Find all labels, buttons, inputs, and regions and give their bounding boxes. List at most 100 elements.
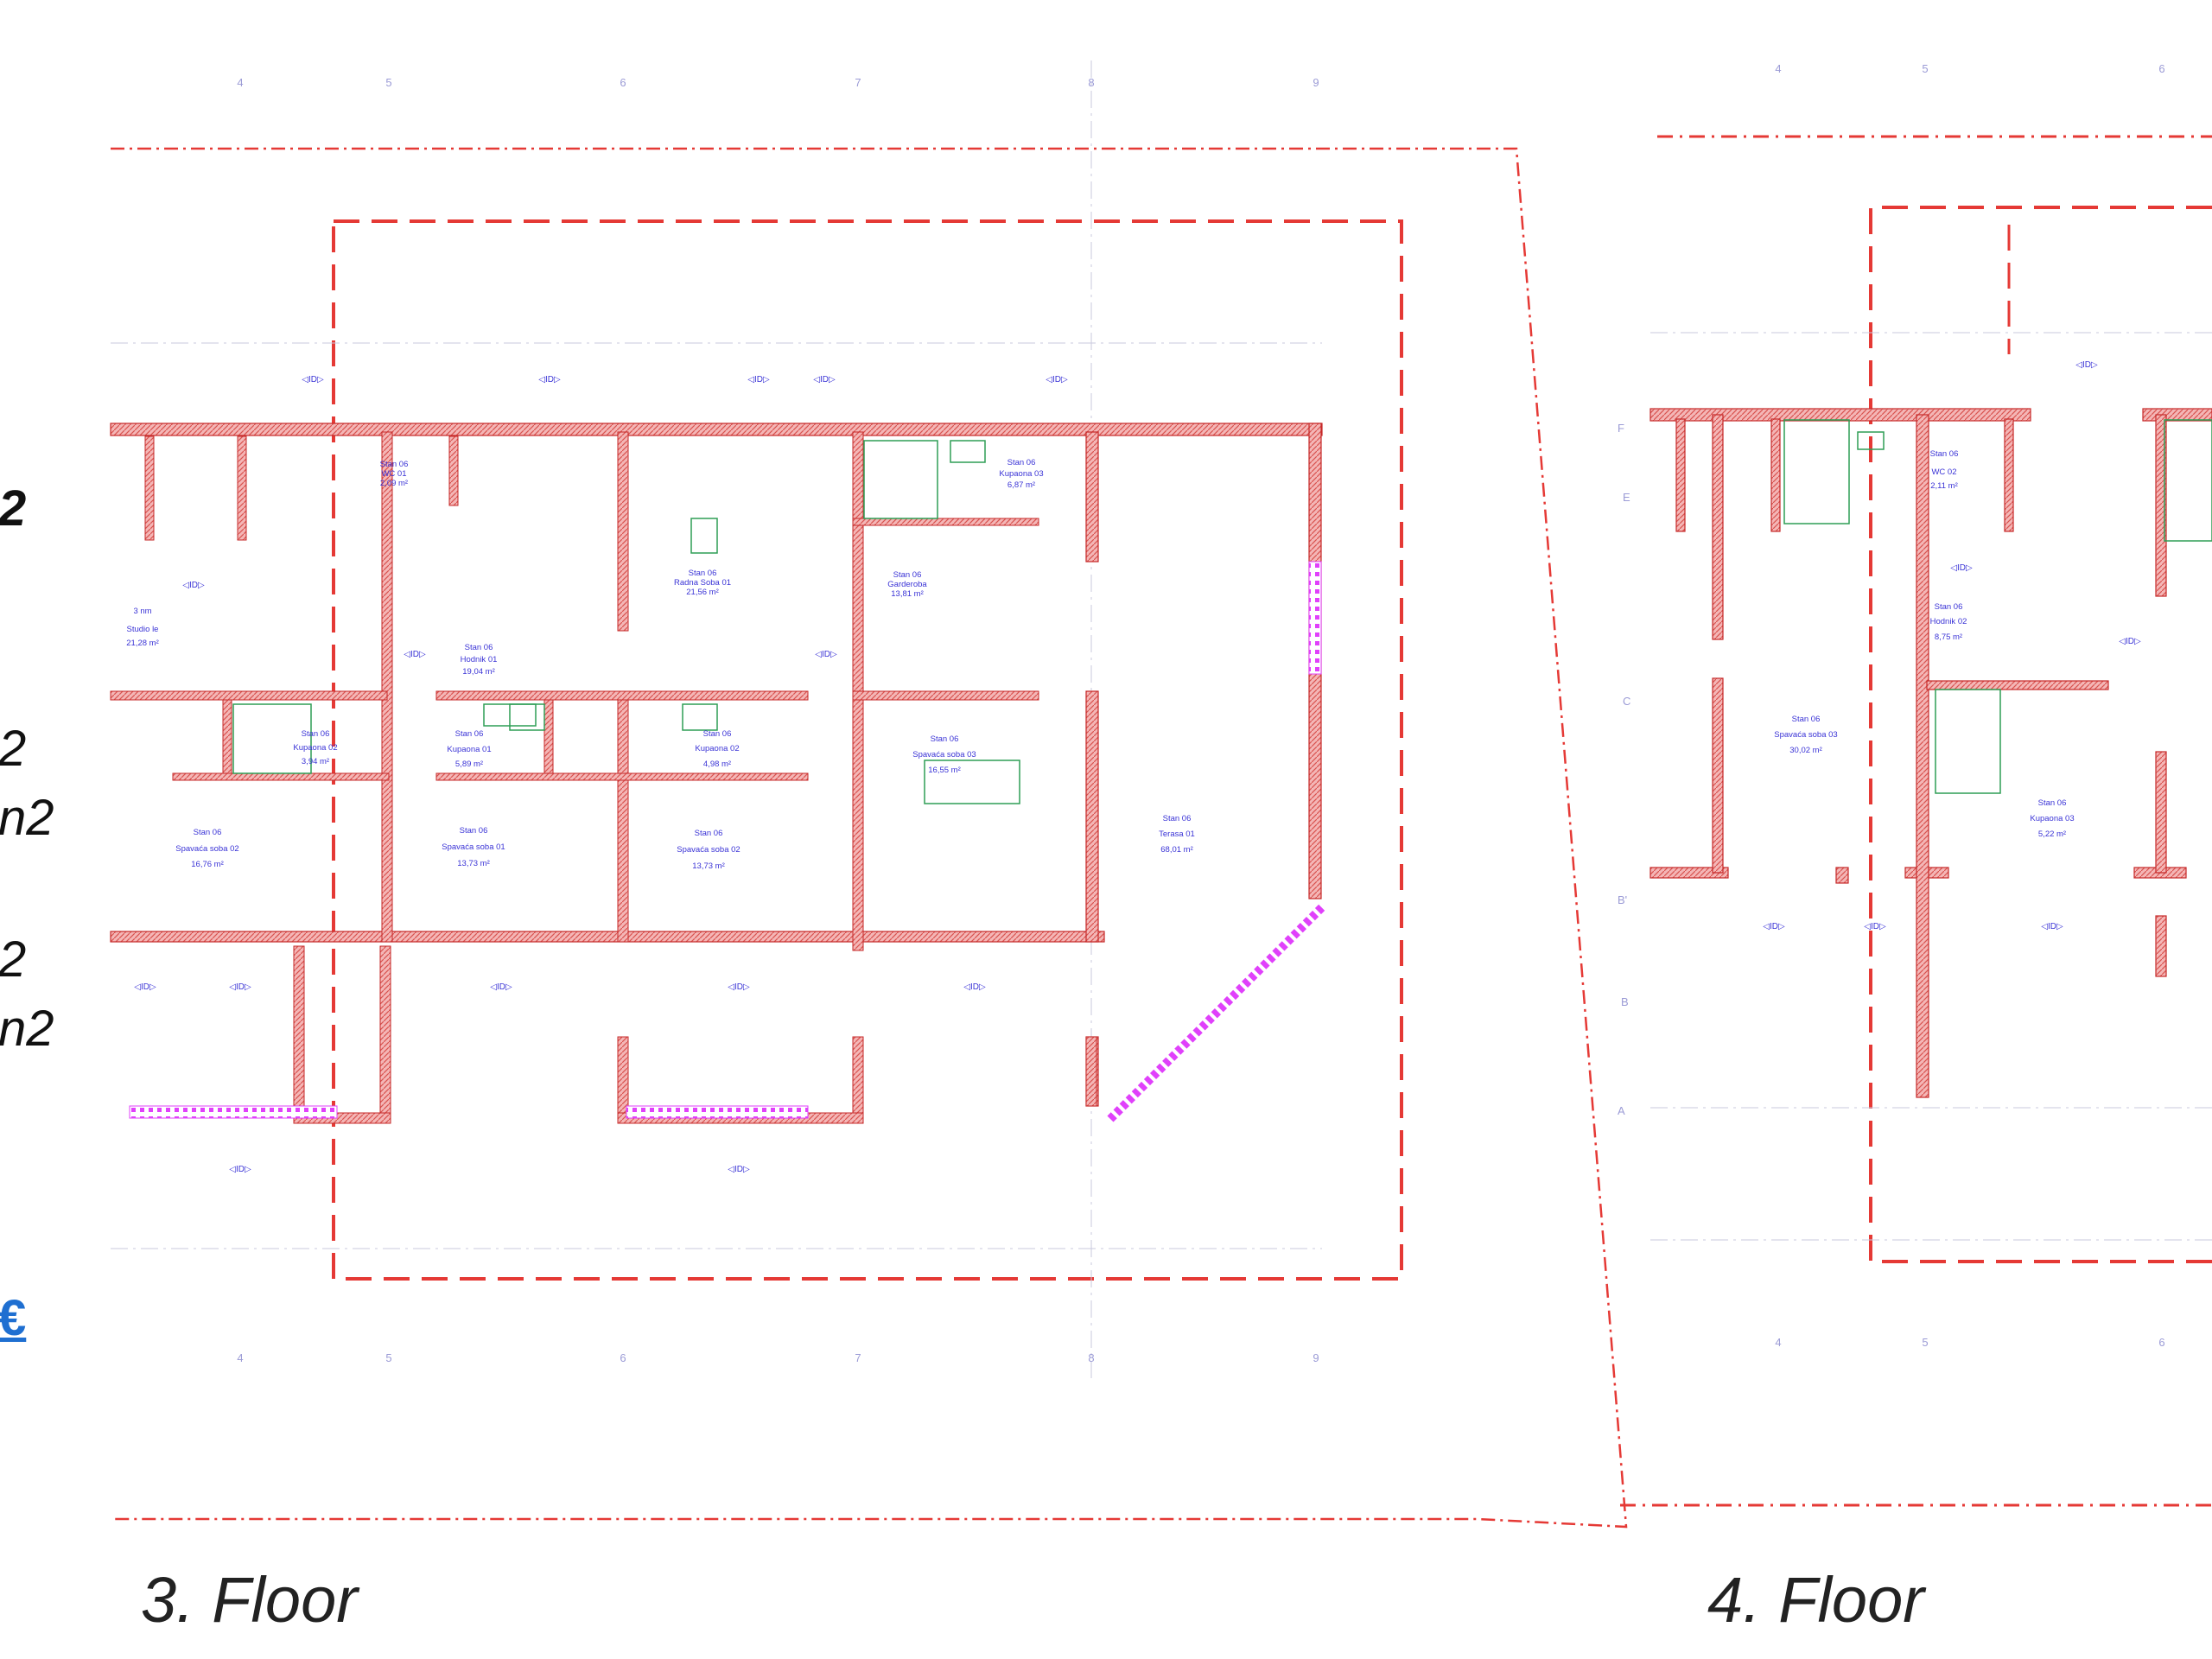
floor-3-plan: Stan 06 WC 01 2,09 m² Stan 06 Radna Soba… xyxy=(110,60,1628,1529)
room-area: 30,02 m² xyxy=(1789,746,1822,755)
svg-text:◁ID▷: ◁ID▷ xyxy=(490,982,512,992)
room-area: 8,75 m² xyxy=(1935,632,1962,642)
svg-text:◁ID▷: ◁ID▷ xyxy=(2119,637,2141,646)
axis-label: 7 xyxy=(855,76,861,89)
room-area: 3,94 m² xyxy=(302,757,329,766)
room-label: Stan 06 xyxy=(455,729,484,739)
floor-3-axes: 4 5 6 7 8 9 4 5 6 7 8 9 xyxy=(237,76,1319,1364)
room-sub: Kupaona 03 xyxy=(2030,814,2074,823)
svg-text:◁ID▷: ◁ID▷ xyxy=(229,1165,251,1174)
axis-label: 4 xyxy=(237,1351,243,1364)
text-fragment: 2 xyxy=(0,480,27,537)
axis-label: 5 xyxy=(1922,1336,1928,1349)
svg-text:◁ID▷: ◁ID▷ xyxy=(2041,922,2063,931)
room-sub: Terasa 01 xyxy=(1159,830,1195,839)
axis-label: 4 xyxy=(237,76,243,89)
room-label: Stan 06 xyxy=(1792,715,1821,724)
axis-label: B xyxy=(1621,995,1629,1008)
svg-text:◁ID▷: ◁ID▷ xyxy=(747,375,770,385)
axis-label: 7 xyxy=(855,1351,861,1364)
axis-label: 5 xyxy=(1922,62,1928,75)
room-area: 16,76 m² xyxy=(191,860,224,869)
room-label: Stan 06 xyxy=(1935,602,1963,612)
svg-text:◁ID▷: ◁ID▷ xyxy=(538,375,561,385)
room-label: Stan 06 xyxy=(893,570,922,580)
room-label: Stan 06 xyxy=(931,734,959,744)
svg-text:◁ID▷: ◁ID▷ xyxy=(1763,922,1785,931)
room-sub: Radna Soba 01 xyxy=(674,578,731,588)
room-area: 2,09 m² xyxy=(380,479,408,488)
room-label: Stan 06 xyxy=(465,643,493,652)
axis-label: 6 xyxy=(2158,62,2164,75)
room-label: 3 nm xyxy=(133,607,151,616)
axis-label: 6 xyxy=(620,1351,626,1364)
room-sub: Garderoba xyxy=(887,580,927,589)
floor-4-label: 4. Floor xyxy=(1707,1564,1924,1636)
floor-3-label: 3. Floor xyxy=(141,1564,358,1636)
axis-label: 9 xyxy=(1313,1351,1319,1364)
room-labels: Stan 06 WC 01 2,09 m² Stan 06 Radna Soba… xyxy=(126,458,1195,871)
room-sub: Kupaona 02 xyxy=(293,743,337,753)
room-sub: Kupaona 03 xyxy=(999,469,1043,479)
room-label: Stan 06 xyxy=(2038,798,2067,808)
axis-label: E xyxy=(1623,491,1630,504)
room-sub: Kupaona 01 xyxy=(447,745,491,754)
price-link[interactable]: € xyxy=(0,1290,27,1346)
room-label: Stan 06 xyxy=(380,460,409,469)
room-area: 4,98 m² xyxy=(703,760,731,769)
room-sub: Spavaća soba 02 xyxy=(175,844,238,854)
room-area: 5,22 m² xyxy=(2038,830,2066,839)
room-area: 13,73 m² xyxy=(457,859,490,868)
room-sub: Spavaća soba 01 xyxy=(442,842,505,852)
svg-text:◁ID▷: ◁ID▷ xyxy=(229,982,251,992)
building-envelope xyxy=(332,219,1403,1281)
axis-label: 8 xyxy=(1088,76,1094,89)
text-fragment: 2 xyxy=(0,721,27,777)
room-label: Stan 06 xyxy=(1007,458,1036,467)
room-label: Stan 06 xyxy=(1163,814,1192,823)
room-sub: WC 02 xyxy=(1931,467,1956,477)
svg-text:◁ID▷: ◁ID▷ xyxy=(1046,375,1068,385)
svg-text:◁ID▷: ◁ID▷ xyxy=(302,375,324,385)
room-labels-4: Stan 06 WC 02 2,11 m² Stan 06 Hodnik 02 … xyxy=(1774,449,2074,839)
axis-label: 8 xyxy=(1088,1351,1094,1364)
svg-text:◁ID▷: ◁ID▷ xyxy=(1950,563,1973,573)
room-label: Stan 06 xyxy=(302,729,330,739)
svg-text:◁ID▷: ◁ID▷ xyxy=(134,982,156,992)
room-area: 19,04 m² xyxy=(462,667,495,677)
room-label: Stan 06 xyxy=(695,829,723,838)
room-area: 68,01 m² xyxy=(1160,845,1193,855)
room-area: 21,28 m² xyxy=(126,639,159,648)
svg-text:◁ID▷: ◁ID▷ xyxy=(1864,922,1886,931)
svg-text:◁ID▷: ◁ID▷ xyxy=(813,375,836,385)
room-sub: Kupaona 02 xyxy=(695,744,739,753)
room-area: 6,87 m² xyxy=(1007,480,1035,490)
room-label: Stan 06 xyxy=(460,826,488,836)
site-boundary xyxy=(111,147,1628,1529)
floor-4-axes: 4 5 6 4 5 6 F E C B' B A xyxy=(1618,62,2165,1349)
room-area: 16,55 m² xyxy=(928,766,961,775)
room-sub: Hodnik 01 xyxy=(461,655,498,664)
room-sub: Spavaća soba 03 xyxy=(912,750,976,760)
svg-text:◁ID▷: ◁ID▷ xyxy=(728,982,750,992)
axis-label: 9 xyxy=(1313,76,1319,89)
axis-label: C xyxy=(1623,695,1630,708)
room-sub: Studio le xyxy=(127,625,159,634)
axis-label: F xyxy=(1618,422,1624,435)
text-fragment: n2 xyxy=(0,790,54,846)
room-label: Stan 06 xyxy=(1930,449,1959,459)
room-area: 5,89 m² xyxy=(455,760,483,769)
axis-label: 5 xyxy=(385,1351,391,1364)
svg-text:◁ID▷: ◁ID▷ xyxy=(182,581,205,590)
room-sub: WC 01 xyxy=(381,469,406,479)
axis-label: 4 xyxy=(1775,62,1781,75)
floor-4-plan: Stan 06 WC 02 2,11 m² Stan 06 Hodnik 02 … xyxy=(1618,62,2212,1507)
axis-label: B' xyxy=(1618,893,1627,906)
room-label: Stan 06 xyxy=(194,828,222,837)
text-fragment: n2 xyxy=(0,1001,54,1057)
room-area: 2,11 m² xyxy=(1930,481,1958,491)
axis-label: 5 xyxy=(385,76,391,89)
room-label: Stan 06 xyxy=(689,569,717,578)
